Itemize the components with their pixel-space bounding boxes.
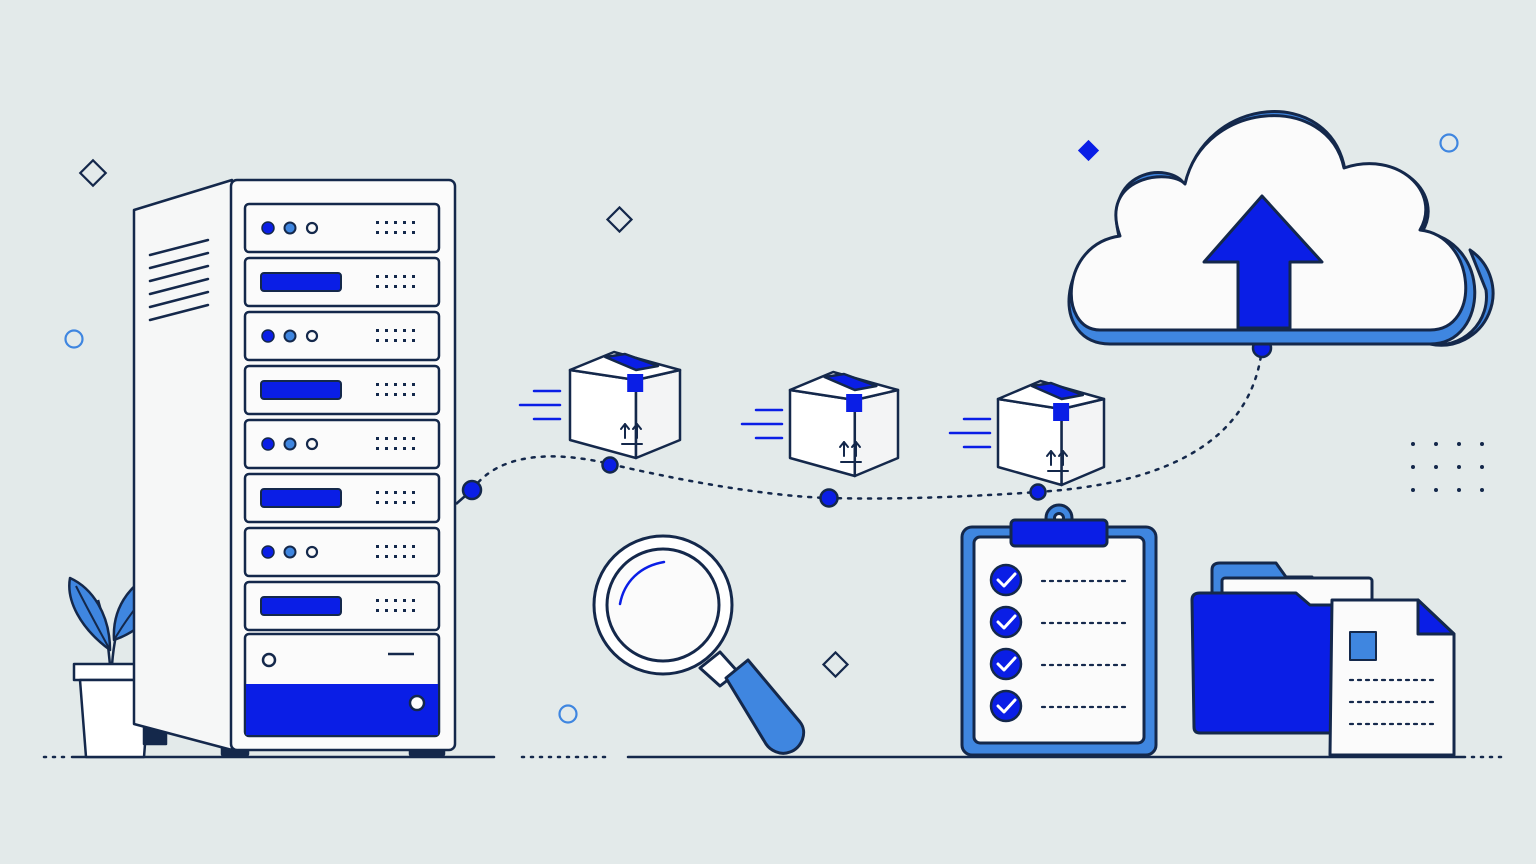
vent-dots: [376, 437, 415, 450]
server-slot-leds: [243, 310, 441, 362]
checkmark-icon: [989, 563, 1023, 597]
vent-slots: [148, 238, 210, 322]
diamond-icon: [821, 650, 850, 679]
server-slot-bar: [243, 256, 441, 308]
server-slot-leds: [243, 202, 441, 254]
dot-grid-icon: [1411, 442, 1484, 492]
transfer-path: [455, 337, 1273, 508]
circle-icon: [1439, 133, 1459, 153]
server-slot-bar: [243, 472, 441, 524]
motion-lines: [518, 389, 562, 421]
this-side-up-icon: [620, 423, 643, 445]
checkmark-icon: [989, 605, 1023, 639]
diamond-icon: [78, 158, 108, 188]
upload-arrow-icon: [1202, 194, 1324, 330]
vent-dots: [376, 491, 415, 504]
vent-dots: [376, 599, 415, 612]
circle-icon: [64, 329, 84, 349]
this-side-up-icon: [1046, 450, 1069, 472]
checklist-item: [989, 647, 1128, 681]
checklist-item: [989, 605, 1128, 639]
magnifying-glass-icon: [592, 534, 806, 755]
server-slot-leds: [243, 526, 441, 578]
vent-dots: [376, 383, 415, 396]
checklist-items: [989, 563, 1128, 723]
vent-dots: [376, 329, 415, 342]
server-drive-bay: [243, 632, 441, 738]
package-box-icon: [518, 350, 682, 460]
this-side-up-icon: [839, 441, 862, 463]
package-boxes: [518, 350, 1106, 487]
checkmark-icon: [989, 647, 1023, 681]
path-node: [1029, 483, 1047, 501]
circle-icon: [558, 704, 578, 724]
server-rack-icon: [132, 178, 457, 758]
server-slot-leds: [243, 418, 441, 470]
server-slots: [243, 202, 441, 738]
cloud-upload-icon: [1067, 110, 1495, 347]
checklist-item: [989, 689, 1128, 723]
path-node: [819, 488, 839, 508]
vent-dots: [376, 545, 415, 558]
server-slot-bar: [243, 364, 441, 416]
checklist-clipboard-icon: [960, 503, 1158, 757]
diamond-icon: [1077, 139, 1100, 162]
motion-lines: [948, 417, 992, 449]
diamond-icon: [605, 205, 634, 234]
checklist-item: [989, 563, 1128, 597]
checkmark-icon: [989, 689, 1023, 723]
document-thumbnail: [1349, 631, 1377, 661]
document-icon: [1328, 598, 1456, 757]
package-box-icon: [948, 379, 1106, 487]
package-box-icon: [740, 370, 900, 478]
vent-dots: [376, 221, 415, 234]
path-node: [601, 456, 619, 474]
server-slot-bar: [243, 580, 441, 632]
path-node: [461, 479, 483, 501]
motion-lines: [740, 408, 784, 440]
vent-dots: [376, 275, 415, 288]
